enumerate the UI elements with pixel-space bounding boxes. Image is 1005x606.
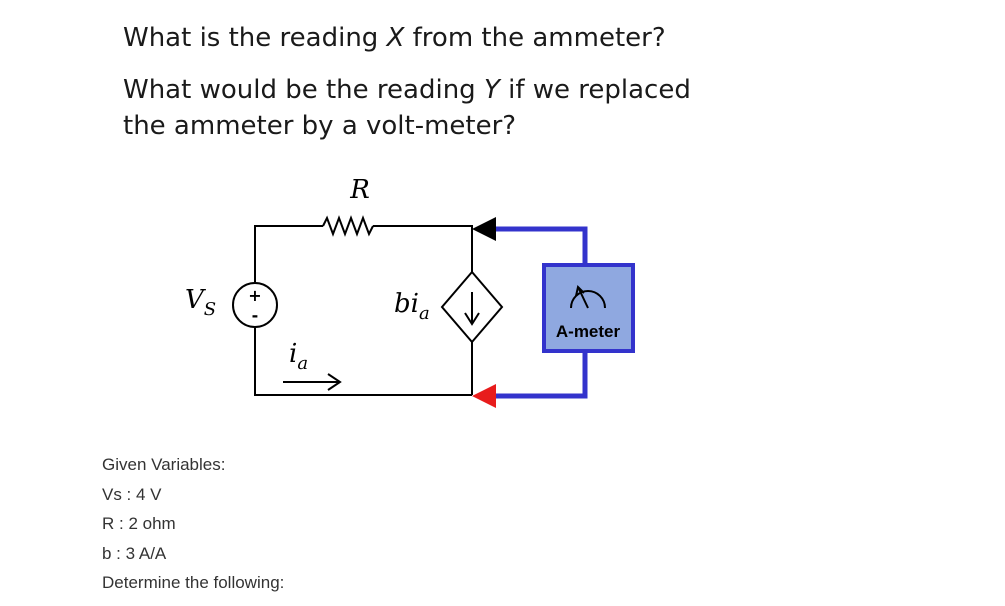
question-2-var: Y xyxy=(483,75,500,105)
voltage-source-circle xyxy=(232,282,278,328)
question-1-before: What is the reading xyxy=(123,23,387,53)
source-plus-sign: + xyxy=(248,286,261,305)
wire-bottom xyxy=(254,328,472,396)
negative-probe-terminal xyxy=(472,384,496,408)
given-r: R : 2 ohm xyxy=(102,514,176,533)
positive-probe-terminal xyxy=(472,217,496,241)
question-2-line1-after: if we replaced xyxy=(499,75,691,105)
given-b: b : 3 A/A xyxy=(102,543,167,563)
source-label: VS xyxy=(185,285,216,320)
dependent-source-label: bia xyxy=(394,289,430,324)
circuit-wires xyxy=(254,215,473,396)
arrow-down-icon xyxy=(464,312,480,326)
ammeter: A-meter xyxy=(542,263,635,353)
question-1-after: from the ammeter? xyxy=(404,23,666,53)
probe-wire-top xyxy=(496,226,588,265)
wire-right-top xyxy=(373,225,473,272)
given-footer: Determine the following: xyxy=(102,573,285,592)
given-vs: Vs : 4 V xyxy=(102,484,162,504)
dependent-current-source xyxy=(440,270,504,344)
probe-wires xyxy=(496,226,588,399)
voltage-source: + - xyxy=(232,282,278,328)
question-1: What is the reading X from the ammeter? xyxy=(123,20,666,56)
question-2-line1-before: What would be the reading xyxy=(123,75,484,105)
arrow-right-icon xyxy=(327,373,342,391)
current-arrow xyxy=(283,373,342,391)
ammeter-label: A-meter xyxy=(556,322,621,341)
question-2-line2: the ammeter by a volt-meter? xyxy=(123,111,517,141)
source-minus-sign: - xyxy=(252,306,259,325)
probe-wire-bottom xyxy=(496,351,588,399)
wire-left-top xyxy=(254,225,323,282)
resistor-zigzag xyxy=(322,215,374,237)
gauge-needle-tip-icon xyxy=(575,285,585,297)
gauge-dial-icon xyxy=(570,290,606,309)
resistor-label: R xyxy=(349,175,370,205)
question-2: What would be the reading Y if we replac… xyxy=(123,72,691,144)
question-1-var: X xyxy=(386,23,405,53)
current-label: ia xyxy=(289,339,308,374)
given-variables: Given Variables: Vs : 4 V R : 2 ohm b : … xyxy=(102,450,284,598)
gauge-needle-icon xyxy=(578,288,589,309)
given-heading: Given Variables: xyxy=(102,455,226,474)
ammeter-body xyxy=(542,263,635,353)
